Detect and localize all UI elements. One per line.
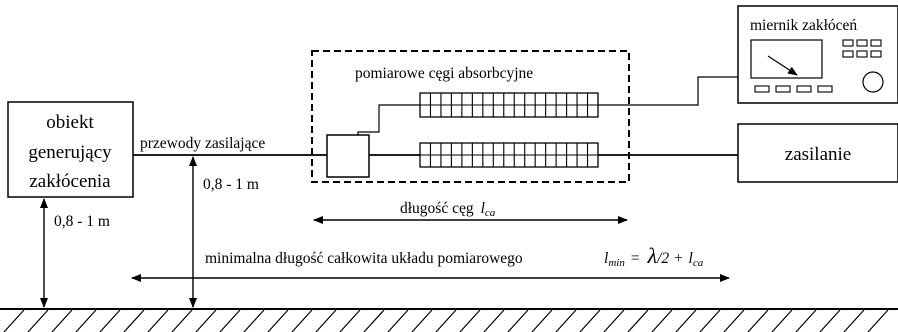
supply-label: zasilanie xyxy=(785,144,851,165)
meter-screen xyxy=(750,39,823,79)
ground-hatch-stroke xyxy=(243,309,265,332)
ground-hatch-stroke xyxy=(195,309,217,332)
ground-hatch-stroke xyxy=(603,309,625,332)
formula-min: min xyxy=(608,257,625,269)
ground-hatch-stroke xyxy=(147,309,169,332)
ground-hatch-stroke xyxy=(795,309,817,332)
ground-hatch-stroke xyxy=(747,309,769,332)
ground-hatch-stroke xyxy=(171,309,193,332)
ground-hatch-stroke xyxy=(291,309,313,332)
formula-lambda: λ xyxy=(647,243,658,268)
ground-hatch-stroke xyxy=(699,309,721,332)
meter-needle xyxy=(767,55,798,76)
formula-eq: = xyxy=(631,250,640,267)
junction-box xyxy=(326,134,370,178)
ground-hatch-stroke xyxy=(867,309,889,332)
ground-hatch-stroke xyxy=(627,309,649,332)
min-length-formula: lmin=λ/2 +lca xyxy=(604,243,704,269)
source-label-line2: generujący xyxy=(28,142,112,163)
supply-box xyxy=(737,123,898,183)
ground-hatch-stroke xyxy=(219,309,241,332)
height-label-cable: 0,8 - 1 m xyxy=(203,176,259,193)
ground-hatch-stroke xyxy=(723,309,745,332)
ground-hatch-stroke xyxy=(51,309,73,332)
formula-l: l xyxy=(604,250,608,267)
ground-hatch-stroke xyxy=(27,309,49,332)
source-label-line1: obiekt xyxy=(46,112,94,133)
ground-hatch-stroke xyxy=(123,309,145,332)
clamp-length-symbol: l xyxy=(481,200,485,217)
signal-line-to-meter xyxy=(598,76,738,106)
cable-label: przewody zasilające xyxy=(140,135,265,152)
ground-hatch-stroke xyxy=(651,309,673,332)
ground-hatch-stroke xyxy=(267,309,289,332)
ground-hatch-stroke xyxy=(435,309,457,332)
ground-hatch-stroke xyxy=(675,309,697,332)
ground-hatch-stroke xyxy=(387,309,409,332)
ground-hatch-stroke xyxy=(99,309,121,332)
meter-knob xyxy=(862,71,884,93)
clamp-length-label: długość cęg lca xyxy=(400,200,496,219)
clamp-enclosure xyxy=(311,50,630,183)
ground-hatch-stroke xyxy=(363,309,385,332)
ground-hatch xyxy=(3,309,889,332)
formula-l2: l xyxy=(689,250,693,267)
ground-hatch-stroke xyxy=(771,309,793,332)
ground-hatch-stroke xyxy=(411,309,433,332)
ground-hatch-stroke xyxy=(579,309,601,332)
meter-buttons-bottom xyxy=(754,85,833,93)
clamp-length-text: długość cęg xyxy=(400,200,474,217)
source-box xyxy=(7,101,134,198)
signal-line xyxy=(357,104,420,135)
source-label-line3: zakłócenia xyxy=(29,171,111,192)
ground-hatch-stroke xyxy=(555,309,577,332)
absorbing-clamp-top xyxy=(419,92,599,118)
ground-hatch-stroke xyxy=(3,309,25,332)
ground-hatch-stroke xyxy=(507,309,529,332)
ground-hatch-stroke xyxy=(819,309,841,332)
absorbing-clamp-bottom xyxy=(419,142,599,168)
formula-half: /2 + xyxy=(656,250,683,267)
ground-hatch-stroke xyxy=(483,309,505,332)
ground-hatch-stroke xyxy=(339,309,361,332)
min-length-label: minimalna długość całkowita układu pomia… xyxy=(205,250,523,267)
clamp-group-label: pomiarowe cęgi absorbcyjne xyxy=(355,65,533,82)
meter-buttons-top xyxy=(842,39,882,58)
height-label-source: 0,8 - 1 m xyxy=(54,213,110,230)
meter-label: miernik zakłóceń xyxy=(750,17,857,34)
ground-hatch-stroke xyxy=(315,309,337,332)
ground-hatch-stroke xyxy=(459,309,481,332)
formula-ca: ca xyxy=(693,257,704,269)
ground-hatch-stroke xyxy=(531,309,553,332)
clamp-length-subscript: ca xyxy=(485,207,496,219)
ground-hatch-stroke xyxy=(843,309,865,332)
ground-hatch-stroke xyxy=(75,309,97,332)
